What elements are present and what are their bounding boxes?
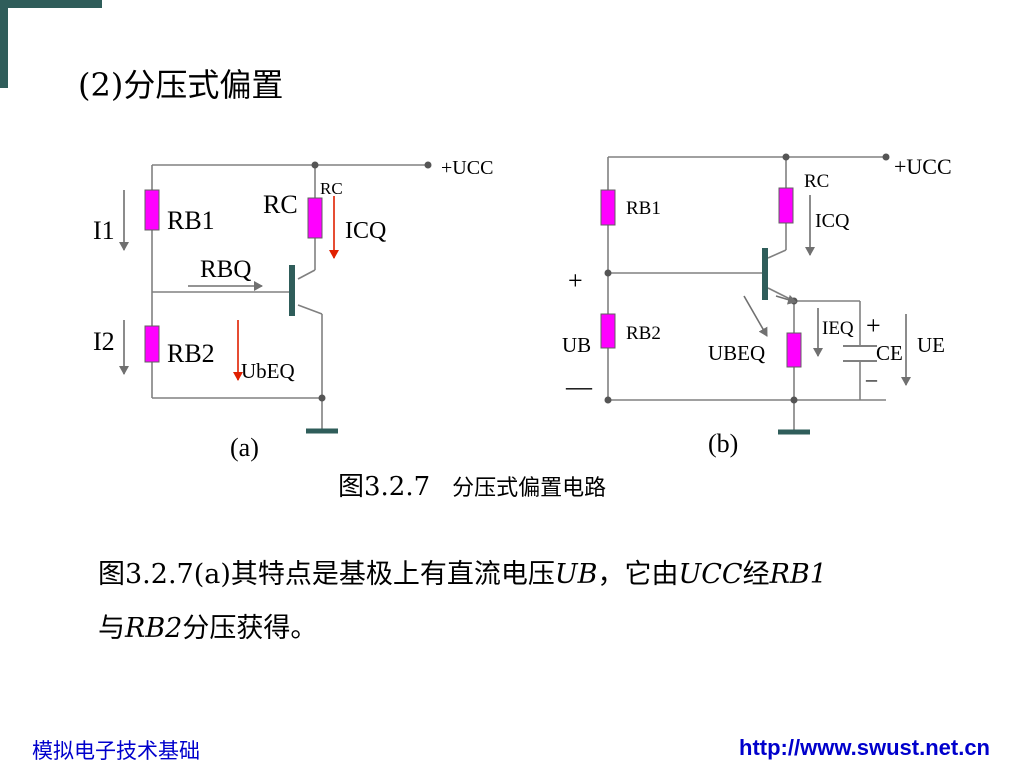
label-circuit-b: (b) [708,429,738,458]
desc-rb1: RB1 [769,559,827,590]
figure-number: 图3.2.7 [338,472,431,502]
resistor-rb1 [600,189,616,226]
resistor-rb2 [144,325,160,363]
figure-caption: 图3.2.7 分压式偏置电路 [338,466,606,503]
label-rb2-b: RB2 [626,323,661,344]
circuit-b: +UCC RC RB1 ICQ + UB RB2 — UBEQ IEQ + CE… [562,153,952,458]
label-plus-right: + [866,311,881,340]
label-rb1-b: RB1 [626,198,661,219]
desc-part: 图3.2.7(a)其特点是基极上有直流电压 [98,559,555,590]
page-title: (2)分压式偏置 [78,66,284,104]
junction-dot [790,396,798,404]
terminal-ucc [882,153,890,161]
label-rbq: RBQ [200,256,251,283]
label-circuit-a: (a) [230,433,259,462]
label-rc-a: RC [263,190,298,219]
label-ucc-a: +UCC [441,157,493,179]
label-minus-left: — [565,372,593,401]
label-ucc-b: +UCC [894,154,952,179]
label-minus-right: – [865,366,878,391]
resistor-rb1 [144,189,160,231]
circuit-a: +UCC RB1 RC RC ICQ I1 RBQ I2 RB2 UbEQ (a… [93,157,493,462]
junction-dot [318,394,326,402]
footer-course-title: 模拟电子技术基础 [32,739,200,763]
desc-ub: UB [554,559,598,590]
label-ce: CE [876,341,903,365]
desc-rb2: RB2 [125,613,183,644]
desc-part: 与 [98,613,125,644]
terminal-ucc [424,161,432,169]
footer-url-link[interactable]: http://www.swust.net.cn [739,735,990,760]
corner-decoration-horizontal [0,0,102,8]
circuit-diagrams: +UCC RB1 RC RC ICQ I1 RBQ I2 RB2 UbEQ (a… [93,153,952,462]
resistor-rb2 [600,313,616,349]
junction-dot [604,269,612,277]
label-rb2-a: RB2 [167,339,215,368]
desc-part: 分压获得。 [182,613,318,644]
resistor-re [786,332,802,368]
circuit-a-wires [151,164,428,430]
label-ub: UB [562,333,591,357]
label-ubeq-b: UBEQ [708,341,765,365]
arrow-emitter [775,294,797,305]
label-rc-b: RC [804,171,829,192]
label-icq-b: ICQ [815,210,850,232]
desc-ucc: UCC [678,559,743,590]
circuit-b-wires [607,156,886,432]
label-rb1-a: RB1 [167,206,215,235]
junction-dot [311,161,319,169]
label-i2: I2 [93,327,115,356]
label-icq-a: ICQ [345,218,386,244]
figure-caption-text: 分压式偏置电路 [452,476,607,501]
label-plus-left: + [568,266,583,295]
junction-dot [782,153,790,161]
label-rc-small-a: RC [320,179,343,198]
label-ubeq-a: UbEQ [241,359,295,383]
junction-dot [604,396,612,404]
label-ue: UE [917,333,945,357]
label-ieq: IEQ [822,318,854,339]
arrow-ubeq [743,295,768,337]
label-i1: I1 [93,216,115,245]
corner-decoration-vertical [0,0,8,88]
resistor-rc [778,187,794,224]
description-text: 图3.2.7(a)其特点是基极上有直流电压UB，它由UCC经RB1 与RB2分压获… [98,548,978,656]
desc-part: 经 [742,559,770,590]
resistor-rc [307,197,323,239]
desc-part: ，它由 [597,559,679,590]
